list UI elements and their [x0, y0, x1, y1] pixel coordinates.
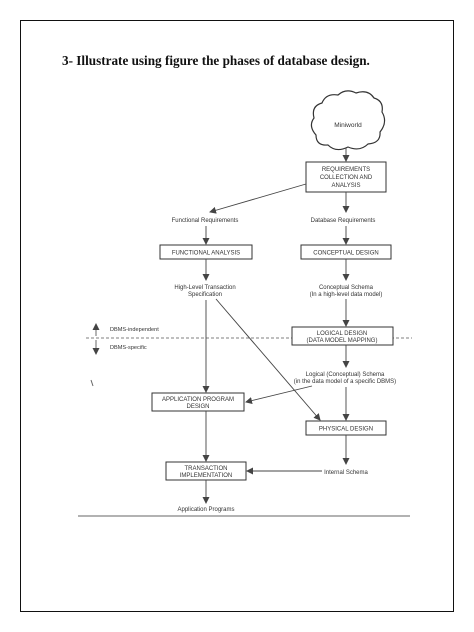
- arrow-logical-schema-to-app-design: [245, 385, 313, 404]
- application-program-design-line-2: DESIGN: [186, 404, 209, 410]
- arrow-spec-to-physical: [215, 298, 321, 421]
- conceptual-design-label: CONCEPTUAL DESIGN: [313, 251, 378, 257]
- high-level-spec-line-2: Specification: [188, 292, 222, 298]
- transaction-implementation-line-2: IMPLEMENTATION: [180, 473, 232, 479]
- high-level-spec-line-1: High-Level Transaction: [174, 285, 235, 291]
- database-requirements-label: Database Requirements: [311, 218, 376, 224]
- transaction-implementation-line-1: TRANSACTION: [184, 466, 227, 472]
- arrow-requirements-to-functional: [209, 183, 307, 214]
- miniworld-cloud: [310, 90, 386, 151]
- miniworld-label: Miniworld: [334, 122, 362, 129]
- question-heading: 3- Illustrate using figure the phases of…: [62, 53, 370, 68]
- conceptual-schema-line-1: Conceptual Schema: [319, 285, 374, 291]
- dbms-specific-label: DBMS-specific: [110, 345, 147, 351]
- functional-analysis-label: FUNCTIONAL ANALYSIS: [172, 251, 240, 257]
- dbms-independent-label: DBMS-independent: [110, 327, 159, 333]
- page-frame: [20, 20, 454, 612]
- logical-design-line-2: (DATA MODEL MAPPING): [307, 338, 378, 344]
- logical-schema-line-1: Logical (Conceptual) Schema: [306, 372, 385, 378]
- requirements-line-3: ANALYSIS: [332, 183, 361, 189]
- conceptual-schema-line-2: (In a high-level data model): [310, 292, 383, 298]
- physical-design-label: PHYSICAL DESIGN: [319, 427, 373, 433]
- application-program-design-line-1: APPLICATION PROGRAM: [162, 397, 234, 403]
- functional-requirements-label: Functional Requirements: [172, 218, 239, 224]
- application-programs-label: Application Programs: [177, 507, 234, 513]
- internal-schema-label: Internal Schema: [324, 470, 368, 476]
- logical-design-line-1: LOGICAL DESIGN: [317, 331, 367, 337]
- application-program-design-box: [151, 392, 245, 412]
- requirements-line-2: COLLECTION AND: [320, 175, 373, 181]
- logical-schema-line-2: (in the data model of a specific DBMS): [294, 379, 396, 385]
- scan-mark: [90, 379, 94, 387]
- requirements-line-1: REQUIREMENTS: [322, 167, 370, 173]
- logical-design-box: [291, 326, 394, 346]
